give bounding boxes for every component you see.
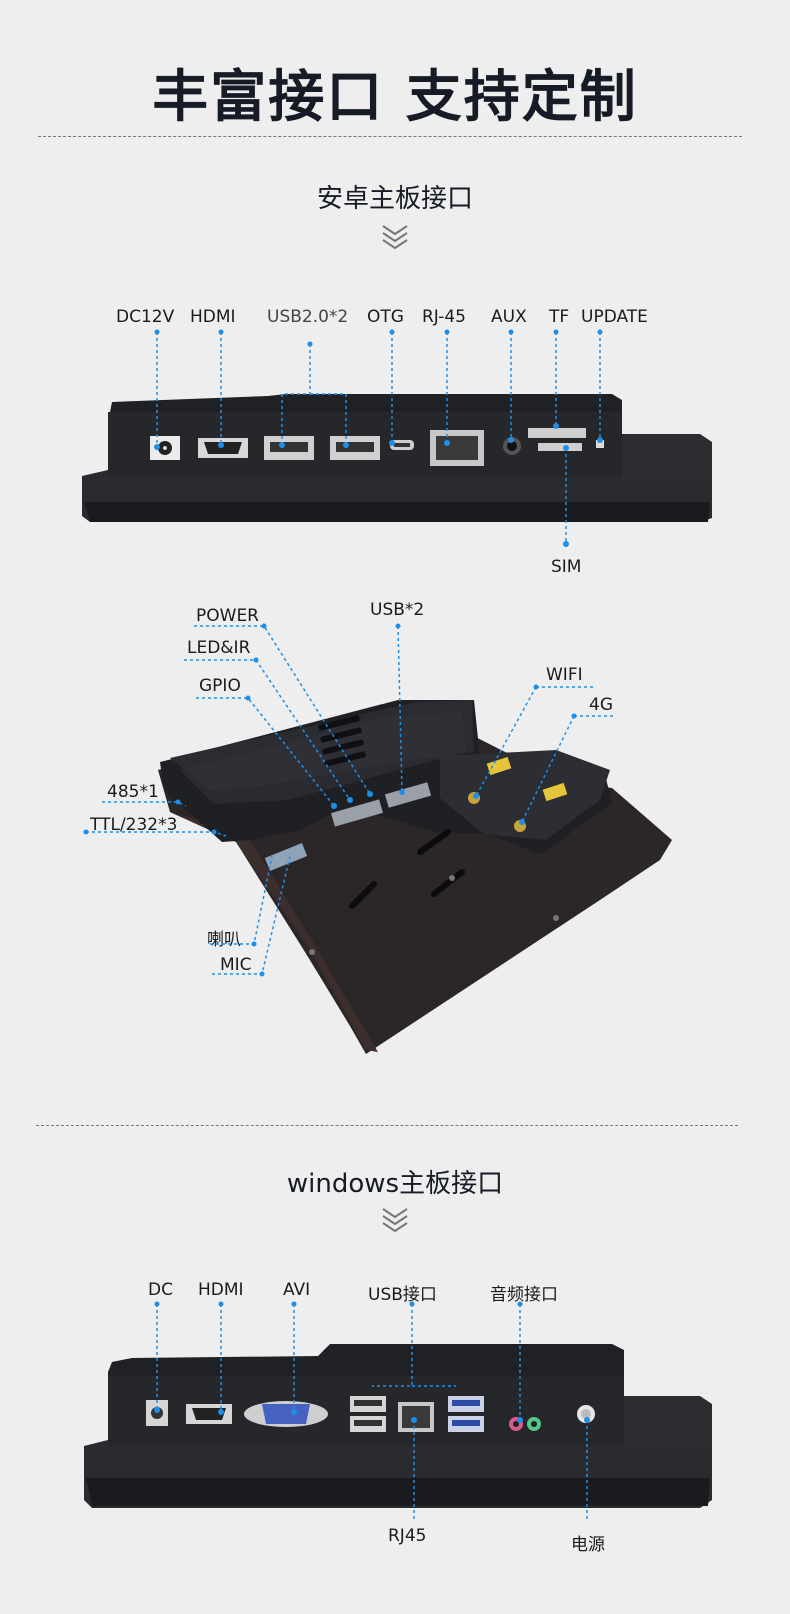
label-led-ir: LED&IR — [187, 638, 251, 658]
label-win-rj45: RJ45 — [388, 1526, 427, 1546]
label-ttl232: TTL/232*3 — [90, 815, 178, 835]
label-speaker: 喇叭 — [207, 930, 241, 950]
label-win-hdmi: HDMI — [198, 1280, 244, 1300]
divider-top — [38, 136, 742, 137]
android-device-side-view — [82, 394, 712, 522]
label-usb20x2: USB2.0*2 — [267, 307, 349, 327]
label-win-audio: 音频接口 — [490, 1285, 558, 1305]
label-otg: OTG — [367, 307, 404, 327]
chevron-down-icon — [382, 1208, 408, 1233]
label-hdmi: HDMI — [190, 307, 236, 327]
label-win-power: 电源 — [571, 1535, 605, 1555]
label-rj45: RJ-45 — [422, 307, 466, 327]
section-android-title: 安卓主板接口 — [316, 184, 473, 214]
windows-device-side-view — [84, 1344, 712, 1508]
label-485: 485*1 — [107, 782, 159, 802]
label-wifi: WIFI — [546, 665, 583, 685]
label-dc12v: DC12V — [116, 307, 175, 327]
label-gpio: GPIO — [199, 676, 241, 696]
android-device-back-view — [158, 700, 672, 1054]
label-update: UPDATE — [581, 307, 648, 327]
label-power: POWER — [196, 606, 259, 626]
section-windows-title: windows主板接口 — [286, 1169, 504, 1199]
label-win-usb: USB接口 — [368, 1285, 437, 1305]
label-sim: SIM — [551, 557, 582, 577]
label-usb2: USB*2 — [370, 600, 425, 620]
chevron-down-icon — [382, 225, 408, 250]
label-win-dc: DC — [148, 1280, 173, 1300]
page-title: 丰富接口 支持定制 — [152, 65, 638, 130]
label-4g: 4G — [589, 695, 613, 715]
divider-middle — [36, 1125, 738, 1126]
label-win-avi: AVI — [283, 1280, 311, 1300]
label-aux: AUX — [491, 307, 527, 327]
label-tf: TF — [549, 307, 570, 327]
label-mic: MIC — [220, 955, 252, 975]
